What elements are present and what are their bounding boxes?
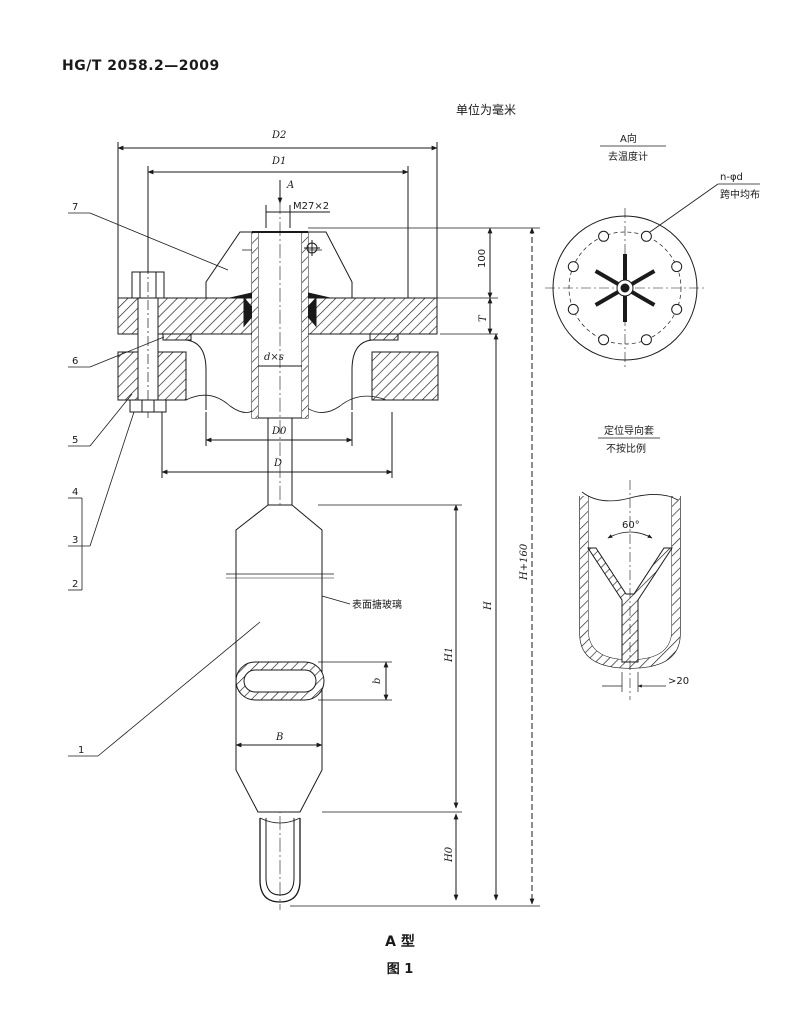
label-h1: H1: [444, 647, 455, 663]
label-h100: 100: [477, 249, 488, 268]
break-line: [185, 394, 259, 413]
bolt-hole: [671, 261, 683, 273]
label-thread: M27×2: [293, 201, 329, 212]
spoke: [594, 290, 620, 307]
view-a-holes: n-φd: [720, 172, 743, 183]
bolt-hole: [567, 303, 579, 315]
view-a-flange: [545, 145, 760, 368]
label-b: b: [372, 678, 383, 684]
bolt-hole: [567, 261, 579, 273]
label-surface: 表面搪玻璃: [352, 598, 402, 611]
nut-bottom: [129, 399, 167, 413]
detail-min-len: >20: [668, 676, 689, 687]
spoke: [630, 269, 656, 286]
tip-tube: [259, 818, 301, 903]
label-dxs: d×s: [264, 352, 284, 363]
bolt-hole: [640, 230, 652, 242]
bolt-hole: [598, 334, 610, 346]
detail-subtitle: 不按比例: [606, 442, 646, 455]
label-t: T: [478, 314, 489, 322]
dim-verticals: [310, 227, 535, 905]
unit-note: 单位为毫米: [456, 103, 517, 117]
dim-d0: [205, 412, 353, 446]
view-a-title: A向: [620, 132, 637, 145]
label-h0: H0: [444, 846, 455, 863]
bolt-hole: [640, 334, 652, 346]
label-d2: D2: [271, 130, 286, 141]
bolt-hole: [598, 230, 610, 242]
nozzle-neck-left: [185, 339, 207, 410]
thermowell-pipe: [251, 231, 309, 419]
bolt-hole-group: [567, 230, 683, 346]
dim-d: [161, 412, 393, 478]
label-d: D: [273, 458, 282, 469]
label-h: H: [483, 601, 494, 611]
spoke: [594, 269, 620, 286]
nozzle-flange-right: [371, 351, 439, 401]
part-label-7: 7: [72, 202, 78, 213]
gasket-left: [162, 333, 192, 341]
part-label-1: 1: [78, 745, 84, 756]
detail-angle: 60°: [622, 520, 640, 531]
label-d0: D0: [271, 426, 287, 437]
label-big-b: B: [275, 732, 283, 743]
part-label-5: 5: [72, 435, 78, 446]
spoke: [630, 290, 656, 307]
glass-lined-body: [235, 504, 323, 813]
label-dir-a: A: [286, 180, 294, 191]
figure-caption: 图 1: [386, 962, 414, 977]
label-d1: D1: [271, 156, 286, 167]
label-h-total: H+160: [519, 543, 530, 581]
leader-lines: [68, 212, 351, 757]
guide-sleeve-detail: [579, 437, 681, 700]
dim-d2: [117, 142, 438, 302]
part-label-2: 2: [72, 579, 78, 590]
view-a-subtitle: 去温度计: [608, 150, 648, 163]
bolt-hole: [671, 303, 683, 315]
part-label-6: 6: [72, 356, 78, 367]
view-a-holes-note: 跨中均布: [720, 188, 760, 201]
part-label-4: 4: [72, 487, 78, 498]
part-label-3: 3: [72, 535, 78, 546]
type-caption: A 型: [385, 934, 415, 950]
weld: [243, 296, 257, 328]
spoke-group: [594, 254, 656, 322]
detail-title: 定位导向套: [604, 424, 654, 437]
gasket-right: [369, 333, 399, 341]
standard-number: HG/T 2058.2—2009: [62, 58, 220, 74]
